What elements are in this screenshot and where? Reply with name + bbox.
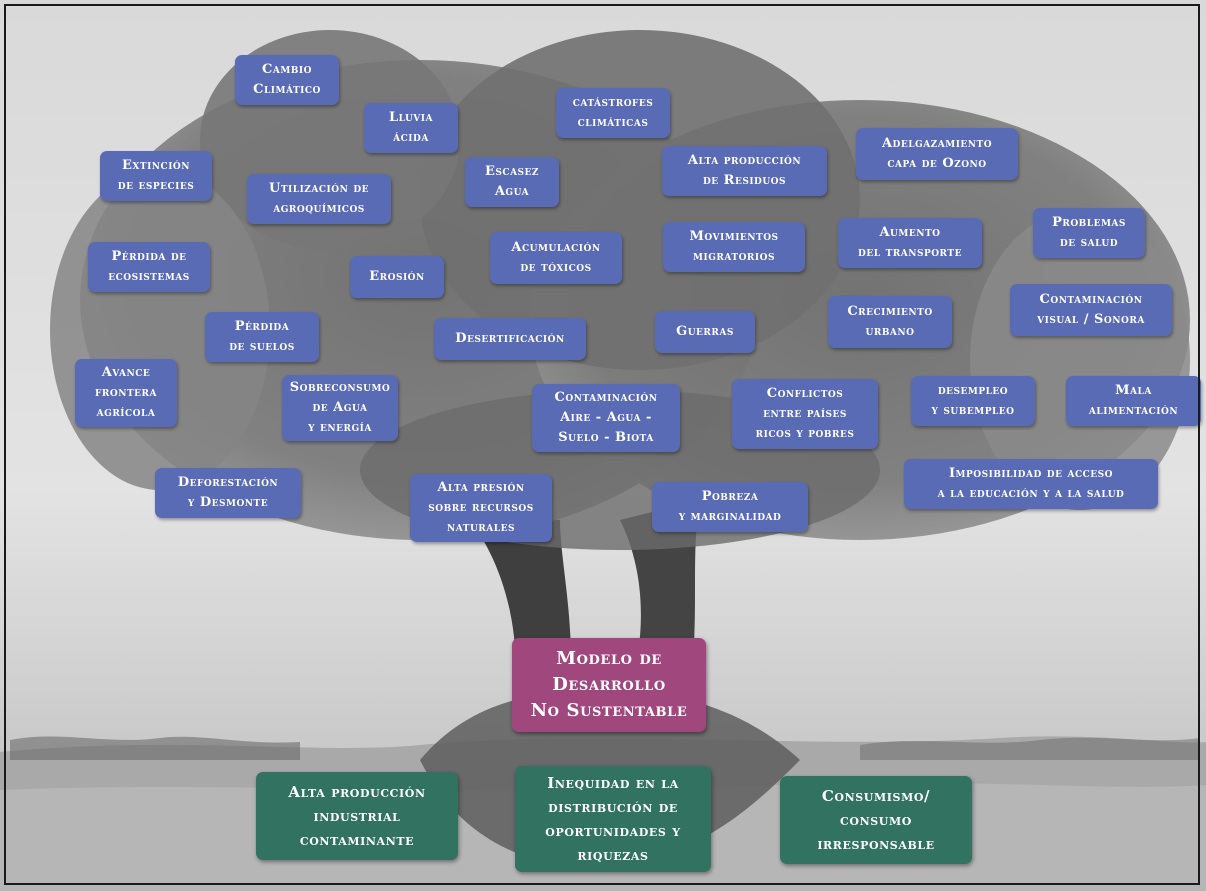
effect-lluvia-acida: Lluvia ácida — [364, 103, 458, 153]
effect-desertificacion: Desertificación — [434, 318, 586, 360]
cause-consumismo: Consumismo/ consumo irresponsable — [780, 776, 972, 864]
effect-desempleo: desempleo y subempleo — [911, 376, 1035, 426]
effect-acumulacion-toxicos: Acumulación de tóxicos — [490, 232, 622, 284]
effect-frontera-agricola: Avance frontera agrícola — [75, 359, 177, 427]
effect-presion-recursos-naturales: Alta presión sobre recursos naturales — [410, 474, 552, 542]
effect-contaminacion-aire-agua-suelo: Contaminación Aire - Agua - Suelo - Biot… — [532, 384, 680, 452]
effect-catastrofes-climaticas: catástrofes climáticas — [556, 88, 670, 138]
effect-cambio-climatico: Cambio Climático — [235, 55, 339, 105]
effect-conflictos-paises: Conflictos entre países ricos y pobres — [732, 379, 878, 449]
effect-residuos: Alta producción de Residuos — [662, 146, 827, 196]
effect-crecimiento-urbano: Crecimiento urbano — [828, 296, 952, 348]
effect-sobreconsumo-agua-energia: Sobreconsumo de Agua y energía — [282, 375, 398, 441]
effect-deforestacion-desmonte: Deforestación y Desmonte — [155, 468, 301, 518]
effect-erosion: Erosión — [350, 256, 444, 298]
effect-adelgazamiento-ozono: Adelgazamiento capa de Ozono — [856, 128, 1018, 180]
effect-problemas-salud: Problemas de salud — [1033, 208, 1145, 258]
effect-acceso-educacion-salud: Imposibilidad de acceso a la educación y… — [904, 459, 1158, 509]
cause-produccion-industrial: Alta producción industrial contaminante — [256, 772, 458, 860]
effect-perdida-ecosistemas: Pérdida de ecosistemas — [88, 242, 210, 292]
cause-inequidad-distribucion: Inequidad en la distribución de oportuni… — [515, 766, 711, 872]
effect-mala-alimentacion: Mala alimentación — [1066, 376, 1201, 426]
effect-agroquimicos: Utilización de agroquímicos — [247, 174, 391, 224]
effect-contaminacion-visual-sonora: Contaminación visual / Sonora — [1010, 284, 1172, 336]
effect-perdida-suelos: Pérdida de suelos — [205, 312, 319, 362]
effect-escasez-agua: Escasez Agua — [465, 157, 559, 207]
effect-movimientos-migratorios: Movimientos migratorios — [663, 222, 805, 272]
effect-guerras: Guerras — [655, 311, 755, 353]
central-model-box: Modelo de Desarrollo No Sustentable — [512, 638, 706, 732]
effect-aumento-transporte: Aumento del transporte — [838, 218, 982, 268]
effect-pobreza-marginalidad: Pobreza y marginalidad — [652, 482, 808, 532]
effect-extincion-especies: Extinción de especies — [100, 151, 212, 201]
